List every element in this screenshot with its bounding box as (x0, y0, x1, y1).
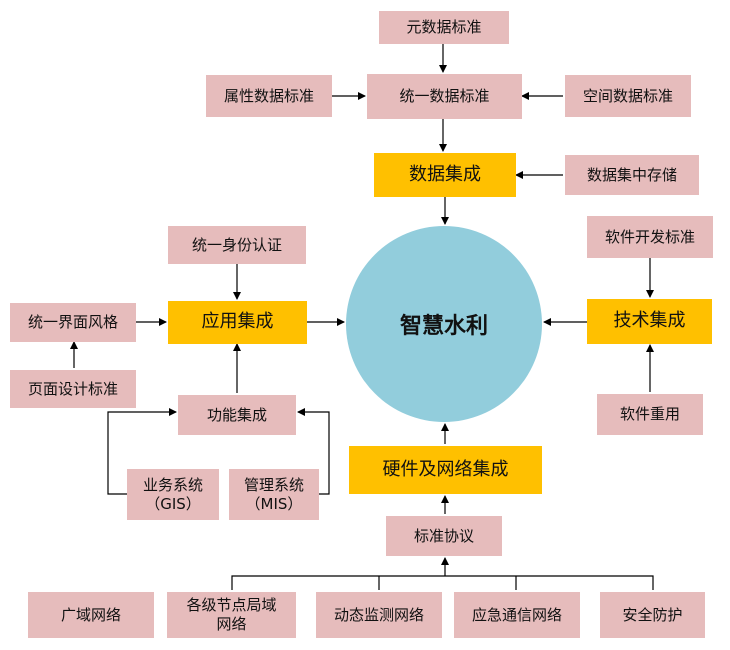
business-system-label: 业务系统 (142, 475, 203, 494)
management-system-box: 管理系统 （MIS） (229, 469, 319, 520)
software-reuse-box: 软件重用 (597, 394, 703, 435)
wide-area-network-box: 广域网络 (28, 592, 154, 638)
technology-integration-box: 技术集成 (587, 299, 712, 344)
function-integration-box: 功能集成 (178, 395, 296, 435)
network-bus-line (231, 575, 654, 590)
central-data-storage-box: 数据集中存储 (565, 155, 699, 195)
security-protection-box: 安全防护 (600, 592, 705, 638)
meta-data-standard-box: 元数据标准 (379, 11, 509, 44)
software-dev-standard-box: 软件开发标准 (587, 216, 713, 258)
arrow-business-to-function (107, 408, 177, 495)
attribute-data-standard-box: 属性数据标准 (206, 75, 332, 117)
hardware-network-integration-box: 硬件及网络集成 (349, 446, 542, 494)
page-design-standard-box: 页面设计标准 (10, 370, 136, 408)
standard-protocol-box: 标准协议 (386, 516, 502, 556)
spatial-data-standard-box: 空间数据标准 (565, 75, 691, 117)
data-integration-box: 数据集成 (374, 153, 516, 197)
center-smart-water-circle: 智慧水利 (346, 226, 542, 422)
dynamic-monitoring-network-box: 动态监测网络 (316, 592, 442, 638)
unified-ui-style-box: 统一界面风格 (10, 303, 136, 342)
management-system-label: 管理系统 (243, 475, 304, 494)
application-integration-box: 应用集成 (168, 301, 307, 344)
emergency-communication-network-box: 应急通信网络 (454, 592, 580, 638)
unified-identity-auth-box: 统一身份认证 (168, 226, 306, 264)
business-system-gis-label: （GIS） (145, 494, 201, 513)
node-lan-label-line1: 各级节点局域 (186, 596, 277, 615)
node-lan-network-box: 各级节点局域 网络 (167, 592, 296, 638)
business-system-box: 业务系统 （GIS） (127, 469, 219, 520)
management-system-mis-label: （MIS） (245, 494, 303, 513)
node-lan-label-line2: 网络 (216, 615, 247, 633)
arrow-management-to-function (297, 408, 330, 495)
unified-data-standard-box: 统一数据标准 (367, 74, 522, 119)
